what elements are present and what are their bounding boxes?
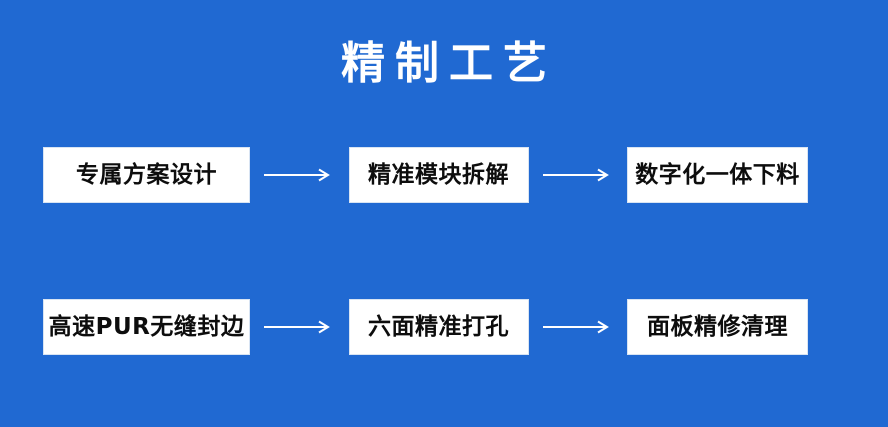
process-step-label: 专属方案设计 [76,162,217,188]
page-title-container: 精制工艺 [0,38,888,90]
arrow-right-icon [264,167,334,183]
process-step-box[interactable]: 数字化一体下料 [627,147,808,203]
process-step-label: 精准模块拆解 [368,162,509,188]
process-step-box[interactable]: 六面精准打孔 [348,299,529,355]
process-step-box[interactable]: 精准模块拆解 [348,147,529,203]
process-step-label: 数字化一体下料 [635,162,800,188]
process-step-label: 六面精准打孔 [368,314,509,340]
process-step-box[interactable]: 高速PUR无缝封边 [43,299,250,355]
process-step-box[interactable]: 面板精修清理 [627,299,808,355]
arrow-right-icon [264,319,334,335]
process-step-label: 面板精修清理 [647,314,788,340]
page-title: 精制工艺 [341,38,557,89]
process-row-1: 专属方案设计 精准模块拆解 数字化一体下料 [43,147,808,203]
process-row-2: 高速PUR无缝封边 六面精准打孔 面板精修清理 [43,299,808,355]
arrow-right-icon [542,319,613,335]
process-step-box[interactable]: 专属方案设计 [43,147,250,203]
arrow-right-icon [542,167,613,183]
process-step-label: 高速PUR无缝封边 [48,314,245,340]
